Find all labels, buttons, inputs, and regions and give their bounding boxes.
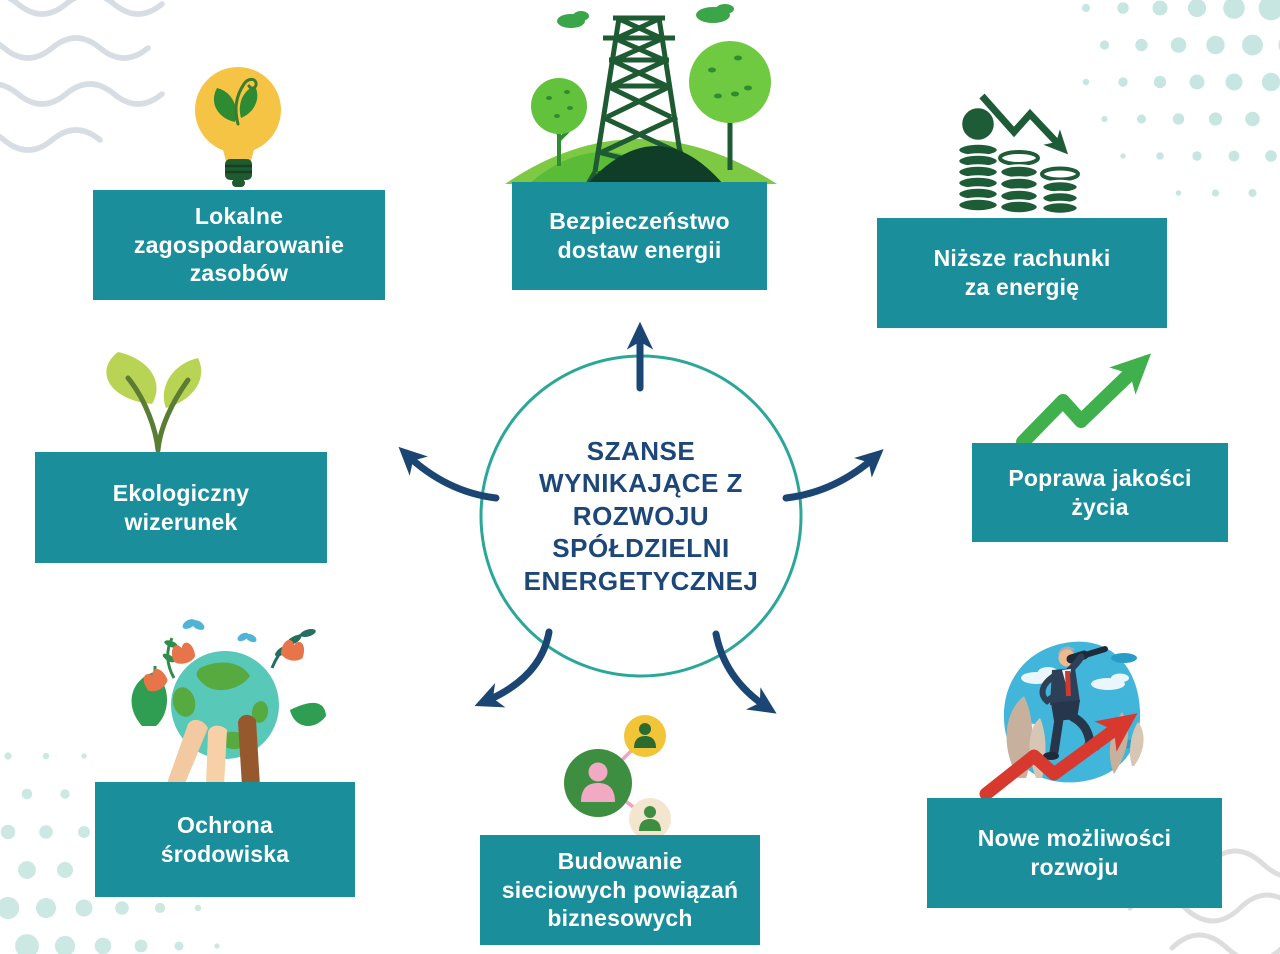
benefit-label-line: Ochrona	[177, 811, 273, 838]
decline-arrow	[979, 93, 1069, 155]
halftone-dots-top-right	[1081, 0, 1280, 197]
benefit-box-ekologiczny-wizerunek: Ekologiczny wizerunek	[35, 452, 327, 563]
butterfly	[182, 619, 257, 643]
benefit-label-line: Budowanie	[557, 847, 683, 874]
coin-stacks	[956, 105, 1080, 216]
benefit-label-line: zagospodarowanie	[133, 231, 345, 258]
benefit-box-nowe-mozliwosci: Nowe możliwości rozwoju	[927, 798, 1222, 908]
benefit-label-line: Bezpieczeństwo	[549, 208, 730, 235]
center-title: SZANSE WYNIKAJĄCE Z ROZWOJU SPÓŁDZIELNI …	[476, 430, 806, 602]
network-people-icon	[564, 715, 671, 840]
benefit-label-line: Nowe możliwości	[977, 825, 1172, 852]
benefit-label-line: Lokalne	[194, 202, 284, 229]
benefit-box-ochrona-srodowiska: Ochrona środowiska	[95, 782, 355, 897]
person-silhouette	[634, 723, 656, 748]
benefit-label-line: zasobów	[189, 260, 289, 287]
benefit-box-budowanie-powiazan: Budowanie sieciowych powiązań biznesowyc…	[480, 835, 760, 945]
flower	[143, 639, 305, 692]
center-title-line: SZANSE	[586, 435, 696, 466]
arrow-lower-left	[474, 628, 553, 708]
benefit-label-line: biznesowych	[547, 905, 693, 932]
benefit-box-poprawa-jakosci: Poprawa jakości życia	[972, 443, 1228, 542]
eco-lightbulb-icon	[195, 67, 281, 187]
benefit-label-line: Poprawa jakości	[1008, 464, 1192, 491]
benefit-box-bezpieczenstwo-dostaw: Bezpieczeństwo dostaw energii	[512, 182, 767, 290]
center-title-line: WYNIKAJĄCE Z	[539, 468, 743, 499]
benefit-label-line: Ekologiczny	[112, 479, 250, 506]
coins-decline-icon	[956, 93, 1080, 216]
benefit-label-line: wizerunek	[124, 508, 238, 535]
businessman-telescope-icon	[979, 641, 1144, 798]
benefit-label-line: dostaw energii	[557, 237, 722, 263]
center-title-line: ROZWOJU	[572, 500, 710, 531]
hands	[166, 714, 260, 786]
foliage	[131, 619, 326, 727]
arrow-lower-right	[712, 630, 777, 714]
tree-large	[689, 41, 771, 170]
businessman-figure	[1039, 646, 1108, 760]
benefit-label-line: sieciowych powiązań	[501, 876, 739, 903]
center-title-line: SPÓŁDZIELNI	[552, 533, 730, 564]
benefit-label-line: za energię	[964, 274, 1080, 300]
benefit-box-lokalne-zagospodarowanie: Lokalne zagospodarowanie zasobów	[93, 190, 385, 300]
center-title-line: ENERGETYCZNEJ	[523, 565, 759, 596]
wavy-lines-top-left	[0, 0, 165, 153]
benefit-label-line: rozwoju	[1030, 854, 1119, 880]
person-silhouette	[581, 762, 615, 802]
cloud-shapes	[557, 4, 734, 28]
person-silhouette	[639, 806, 661, 831]
power-pylon-icon	[505, 4, 777, 184]
benefit-box-nizsze-rachunki: Niższe rachunki za energię	[877, 218, 1167, 328]
earth-hands-icon	[131, 619, 326, 786]
sprout-icon	[106, 352, 202, 452]
benefit-label-line: Niższe rachunki	[933, 245, 1111, 272]
benefit-label-line: życia	[1071, 493, 1129, 520]
benefit-label-line: środowiska	[160, 840, 290, 867]
growth-arrow-icon	[1016, 353, 1152, 448]
rising-red-arrow	[979, 713, 1138, 798]
tree-small	[531, 78, 587, 166]
